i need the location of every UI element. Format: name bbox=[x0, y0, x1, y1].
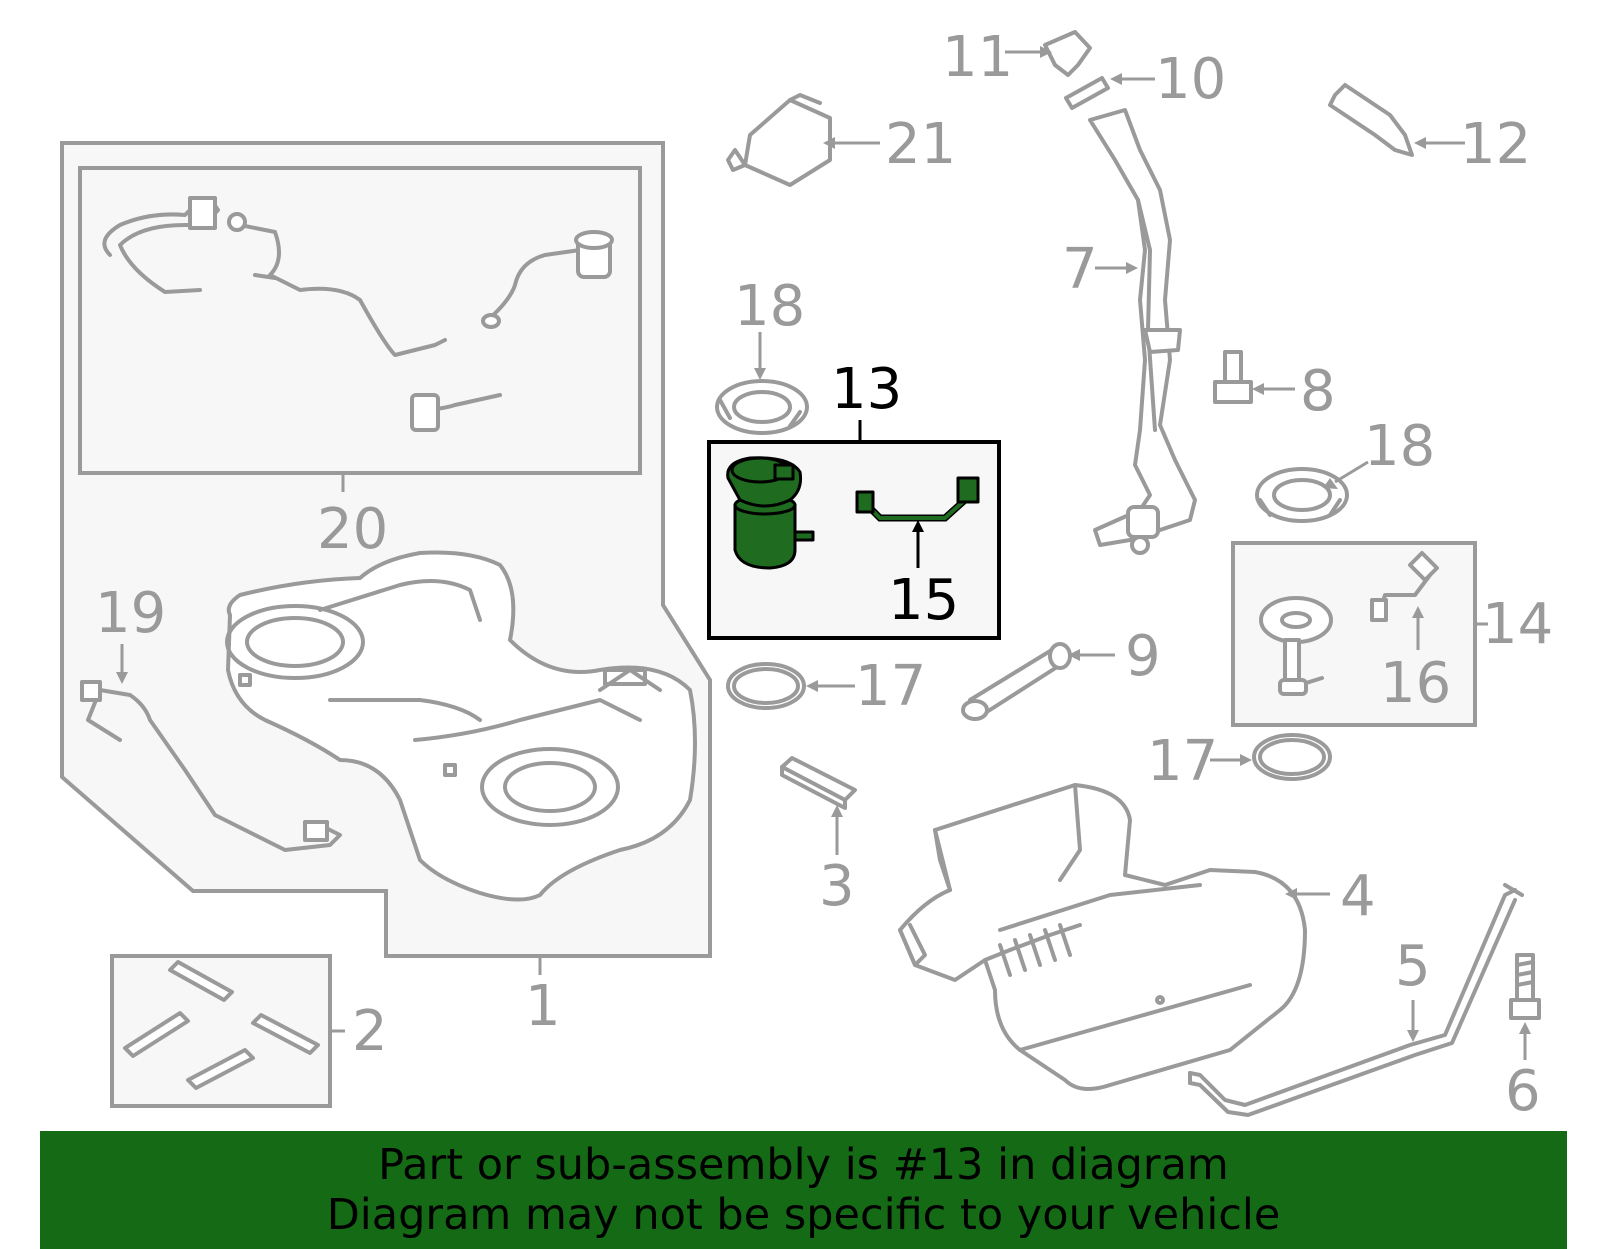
callout-17-right: 17 bbox=[1147, 729, 1218, 794]
heat-shield-4 bbox=[898, 783, 1307, 1091]
bolt-8 bbox=[1213, 350, 1253, 404]
lock-ring-18-right bbox=[1255, 467, 1349, 523]
callout-11: 11 bbox=[942, 25, 1013, 90]
hose-kit-box bbox=[78, 166, 642, 475]
part-21-module bbox=[726, 93, 832, 187]
callout-1: 1 bbox=[525, 974, 561, 1039]
callout-16: 16 bbox=[1380, 651, 1451, 716]
callout-12: 12 bbox=[1460, 112, 1531, 177]
callout-5: 5 bbox=[1395, 934, 1431, 999]
callout-18-right: 18 bbox=[1364, 414, 1435, 479]
callout-6: 6 bbox=[1505, 1059, 1541, 1124]
seal-10 bbox=[1064, 76, 1110, 110]
banner-line-1: Part or sub-assembly is #13 in diagram bbox=[378, 1140, 1229, 1190]
callout-21: 21 bbox=[885, 112, 956, 177]
fuel-tank bbox=[225, 550, 697, 902]
callout-15: 15 bbox=[888, 568, 959, 633]
banner-line-2: Diagram may not be specific to your vehi… bbox=[326, 1190, 1281, 1240]
callout-8: 8 bbox=[1300, 359, 1336, 424]
callout-14: 14 bbox=[1482, 592, 1553, 657]
pad-3 bbox=[780, 756, 857, 810]
cap-11 bbox=[1043, 30, 1092, 77]
gasket-17-right bbox=[1252, 733, 1332, 781]
lock-ring-18-left bbox=[715, 379, 809, 435]
hose-9 bbox=[961, 642, 1072, 721]
fuel-sender-14 bbox=[1259, 596, 1333, 696]
callout-7: 7 bbox=[1062, 237, 1098, 302]
callout-4: 4 bbox=[1340, 864, 1376, 929]
tank-strap-5 bbox=[1188, 883, 1524, 1117]
callout-3: 3 bbox=[819, 854, 855, 919]
info-banner: Part or sub-assembly is #13 in diagram D… bbox=[40, 1131, 1567, 1249]
callout-10: 10 bbox=[1155, 47, 1226, 112]
part-12-sensor bbox=[1328, 83, 1414, 157]
gasket-17-left bbox=[726, 662, 806, 710]
callout-13: 13 bbox=[831, 357, 902, 422]
callout-20: 20 bbox=[317, 497, 388, 562]
wiring-harness-15 bbox=[855, 476, 980, 522]
callout-19: 19 bbox=[95, 581, 166, 646]
fuel-pump-module-13 bbox=[726, 456, 815, 570]
vapor-hose-kit bbox=[102, 196, 614, 432]
vapor-line-19 bbox=[80, 680, 342, 852]
callout-9: 9 bbox=[1125, 624, 1161, 689]
strap-pads bbox=[123, 960, 320, 1090]
callout-2: 2 bbox=[352, 999, 388, 1064]
callout-17-left: 17 bbox=[855, 654, 926, 719]
strap-kit-box bbox=[110, 954, 332, 1108]
filler-pipe-7 bbox=[1088, 108, 1197, 555]
bolt-6 bbox=[1509, 953, 1541, 1020]
harness-16 bbox=[1370, 551, 1439, 622]
callout-18-left: 18 bbox=[734, 274, 805, 339]
